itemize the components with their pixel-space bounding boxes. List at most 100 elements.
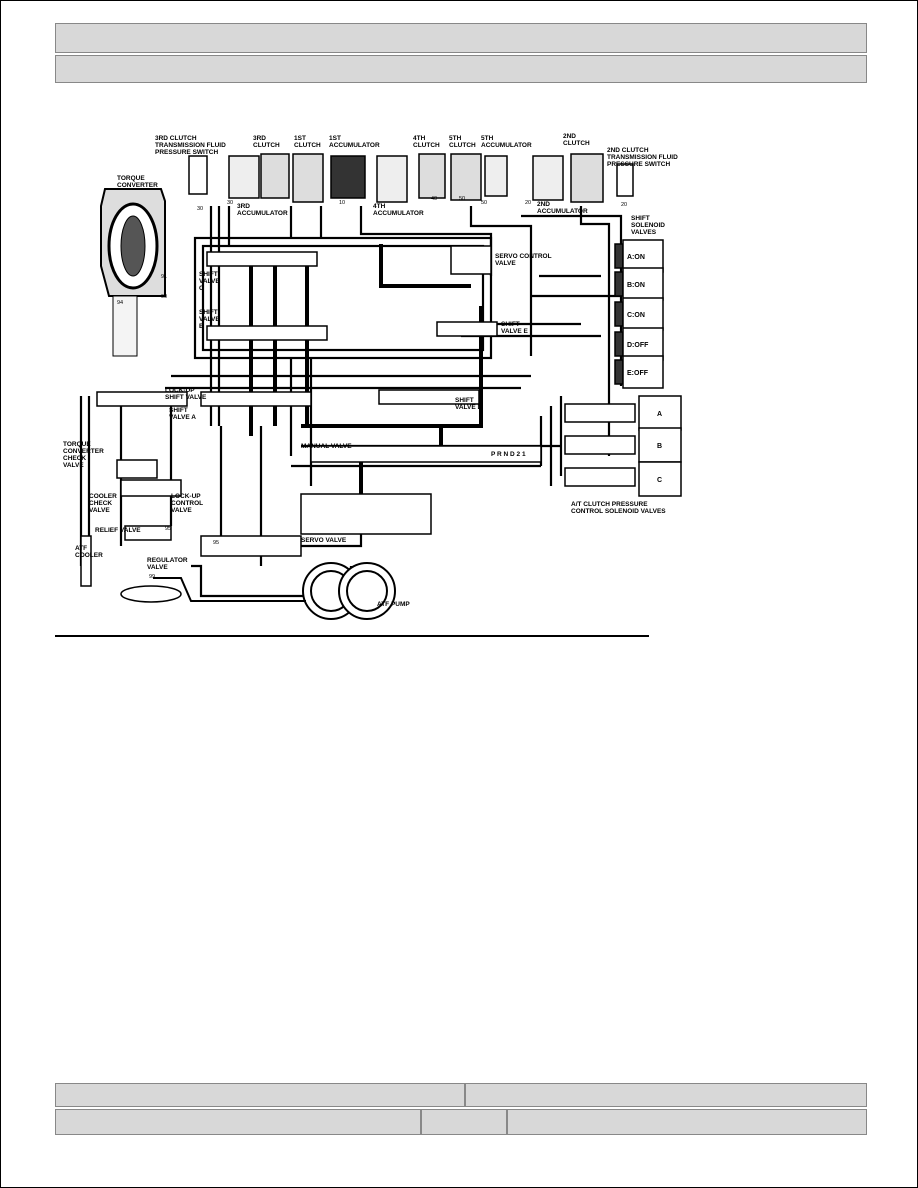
label-servo-valve: SERVO VALVE [301,537,347,544]
solenoid-state-labels: A:ON B:ON C:ON D:OFF E:OFF A B C [627,254,662,484]
label-manual-positions: P R N D 2 1 [491,451,526,458]
clutch-5th [450,153,482,201]
circuit-10: 10 [339,200,345,206]
circuit-numbers: 30 30 10 40 50 50 20 20 91 90 94 99 95 9… [117,196,627,580]
clutch-3rd [260,153,290,199]
pressure-switch-3rd [188,155,208,195]
solenoid-a-state: A:ON [627,254,645,261]
footer-cell-left-bottom [55,1109,421,1135]
label-relief-valve: RELIEF VALVE [95,527,141,534]
shift-valve-c [206,251,318,267]
pc-solenoid-c: C [657,477,662,484]
lockup-control-valve [120,479,182,497]
accumulator-2nd [532,155,564,201]
solenoid-c-state: C:ON [627,312,645,319]
accumulator-3rd [228,155,260,199]
manual-valve [310,445,542,463]
solenoid-d-state: D:OFF [627,342,649,349]
atf-pump [153,562,396,620]
circuit-20b: 20 [621,202,627,208]
header-bar-bottom [55,55,867,83]
label-atf-pump: ATF PUMP [377,601,410,608]
circuit-94: 94 [117,300,123,306]
shift-valve-b [206,325,328,341]
clutches-accumulators [188,153,634,203]
footer-cell-mid-bottom [421,1109,507,1135]
circuit-95b: 95 [165,526,171,532]
shift-valve-e [436,321,498,337]
pressure-switch-2nd [616,163,634,197]
label-manual-valve: MANUAL VALVE [301,443,352,450]
lockup-shift-valve [96,391,188,407]
accumulator-4th [376,155,408,203]
footer-cell-left-top [55,1083,465,1107]
circuit-90: 90 [161,294,167,300]
relief-valve [124,525,172,541]
accumulator-1st [330,155,366,199]
footer-cell-right-bottom [507,1109,867,1135]
torque-converter [100,188,166,357]
clutch-2nd [570,153,604,203]
circuit-50a: 50 [459,196,465,202]
cooler-check-valve [116,459,158,479]
circuit-30b: 30 [227,200,233,206]
regulator-valve [200,535,302,557]
header-bar-top [55,23,867,53]
solenoid-b-state: B:ON [627,282,645,289]
accumulator-5th [484,155,508,197]
servo-valve [300,493,432,535]
atf-cooler [80,535,92,587]
divider-rule [55,635,649,637]
shift-solenoid-group [614,239,664,389]
atf-cooler-tank [120,585,182,603]
circuit-30a: 30 [197,206,203,212]
pressure-control-solenoid-group [564,395,682,497]
pc-solenoid-a: A [657,411,662,418]
valve-bodies [80,245,542,603]
circuit-91: 91 [161,274,167,280]
solenoid-e-state: E:OFF [627,370,649,377]
clutch-4th [418,153,446,199]
footer-cell-right-top [465,1083,867,1107]
shift-valve-d [378,389,480,405]
circuit-95a: 95 [213,540,219,546]
pc-solenoid-b: B [657,443,662,450]
servo-control-valve [450,245,492,275]
circuit-99: 99 [149,574,155,580]
shift-valve-a [200,391,312,407]
circuit-50b: 50 [481,200,487,206]
circuit-20a: 20 [525,200,531,206]
circuit-40: 40 [431,196,437,202]
clutch-1st [292,153,324,203]
